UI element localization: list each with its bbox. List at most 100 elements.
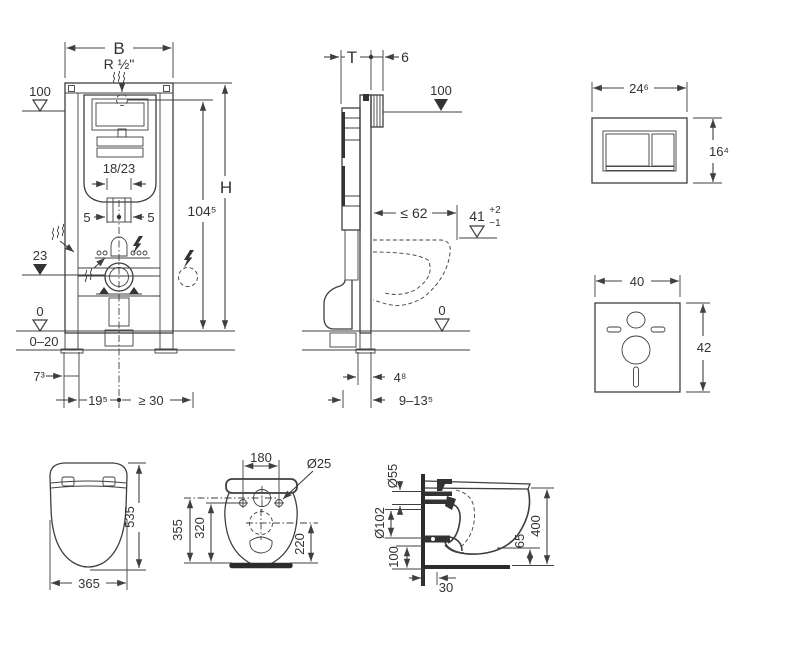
plate-height-label: 16⁴ bbox=[709, 144, 729, 159]
dim-220: 220 bbox=[292, 524, 315, 562]
seat-hinge bbox=[437, 479, 452, 491]
pad-center-hole bbox=[621, 335, 651, 365]
bowl-inner-dashed bbox=[455, 489, 475, 548]
dim-30-label: 30 bbox=[439, 580, 453, 595]
level-0-mark: 0 0–20 bbox=[30, 304, 59, 349]
dim-195-label: 19⁵ bbox=[88, 393, 108, 408]
dim-1045: 104⁵ bbox=[128, 99, 217, 329]
dim-d102-label: Ø102 bbox=[372, 507, 387, 539]
dim-pad-width: 40 bbox=[594, 274, 681, 297]
dim-62: ≤ 62 bbox=[374, 205, 458, 240]
dim-73-label: 7³ bbox=[33, 369, 45, 384]
sound-pad-view: 40 42 bbox=[594, 274, 711, 393]
dim-bowl-length: 535 bbox=[90, 462, 146, 571]
pad-width-label: 40 bbox=[630, 274, 644, 289]
bowl-length-label: 535 bbox=[122, 506, 137, 528]
dim-bowl-width: 365 bbox=[49, 520, 128, 591]
side-level-0-label: 0 bbox=[438, 303, 445, 318]
dim-400-label: 400 bbox=[528, 515, 543, 537]
supply-connection-mark bbox=[116, 94, 128, 106]
frame-side-view: T 6 100 ≤ 62 41 +2 −1 0 bbox=[302, 48, 501, 408]
large-flush-button bbox=[605, 133, 650, 167]
dim-9135: 9–13⁵ bbox=[328, 393, 433, 408]
water-flow-icon bbox=[84, 257, 106, 283]
level-100-mark: 100 bbox=[22, 84, 65, 113]
dim-plate-width: 24⁶ bbox=[591, 81, 688, 112]
dim-h-label: H bbox=[220, 178, 232, 197]
dim-100-label: 100 bbox=[386, 546, 401, 568]
dim-min30-label: ≥ 30 bbox=[138, 393, 163, 408]
plate-width-label: 24⁶ bbox=[629, 81, 649, 96]
drain-socket bbox=[104, 262, 134, 292]
bowl-outline-dashed bbox=[372, 239, 451, 306]
level-0-label: 0 bbox=[36, 304, 43, 319]
dim-hole-dia: Ø25 bbox=[282, 456, 332, 500]
pad-top-hole bbox=[626, 311, 646, 329]
floor-lines bbox=[302, 330, 470, 351]
seat-hinge-right bbox=[102, 476, 116, 487]
dim-65: 65 bbox=[497, 534, 540, 565]
water-squiggle-icon bbox=[112, 70, 126, 84]
bowl-top-view: 535 365 bbox=[49, 462, 146, 591]
dim-d55: Ø55 bbox=[385, 464, 404, 515]
water-inlet-icon bbox=[51, 223, 75, 253]
dim-65-label: 65 bbox=[512, 534, 527, 548]
drain-pipe bbox=[424, 535, 450, 543]
bowl-underside-view: 180 Ø25 355 320 220 bbox=[170, 450, 332, 569]
bowl-side-view: Ø55 Ø102 100 30 65 400 bbox=[372, 464, 554, 595]
hole-spacing-label: 180 bbox=[250, 450, 272, 465]
dim-320-label: 320 bbox=[192, 517, 207, 539]
dim-30: 30 bbox=[409, 570, 456, 595]
flush-plate-view: 24⁶ 16⁴ bbox=[591, 81, 729, 184]
pad-slot-left bbox=[606, 326, 622, 333]
dim-6-label: 6 bbox=[401, 49, 409, 65]
rim-minus-label: −1 bbox=[489, 218, 501, 229]
bowl-width-label: 365 bbox=[78, 576, 100, 591]
power-bolt-icon bbox=[132, 236, 143, 255]
dim-t-label: T bbox=[347, 48, 357, 67]
floor-lines bbox=[16, 330, 235, 351]
bowl-opening bbox=[249, 536, 273, 554]
dim-48-label: 4⁸ bbox=[394, 370, 407, 385]
pad-slot-bottom bbox=[633, 366, 639, 388]
flush-pipe bbox=[424, 491, 452, 496]
dim-5-right-label: 5 bbox=[147, 210, 154, 225]
dim-320: 320 bbox=[192, 504, 215, 562]
dim-offsets: 5 5 bbox=[83, 210, 154, 225]
power-bolt-icon bbox=[183, 250, 194, 269]
dim-h: H bbox=[173, 82, 232, 329]
dim-400: 400 bbox=[512, 487, 554, 566]
dim-supply: R ½" bbox=[104, 56, 134, 92]
floor-range-label: 0–20 bbox=[30, 334, 59, 349]
dim-48: 4⁸ bbox=[342, 352, 407, 408]
side-level-100-label: 100 bbox=[430, 83, 452, 98]
dim-355-label: 355 bbox=[170, 519, 185, 541]
electrical-connection-mark bbox=[178, 267, 198, 287]
bowl-rim-dashed bbox=[372, 251, 431, 295]
dim-d102: Ø102 bbox=[372, 507, 395, 539]
frame-front-view: B R ½" 100 H 104⁵ 18/23 bbox=[16, 39, 235, 408]
dim-bend: 18/23 bbox=[92, 161, 146, 190]
side-level-100-mark: 100 bbox=[383, 83, 462, 113]
dim-t-6: T 6 bbox=[324, 48, 409, 104]
dim-d55-label: Ø55 bbox=[385, 464, 400, 489]
dim-bend-label: 18/23 bbox=[103, 161, 136, 176]
rim-plus-label: +2 bbox=[489, 205, 501, 216]
pad-slot-right bbox=[650, 326, 666, 333]
dim-plate-height: 16⁴ bbox=[693, 117, 729, 184]
level-23-label: 23 bbox=[33, 248, 47, 263]
seat-hinge-left bbox=[61, 476, 75, 487]
dim-1045-label: 104⁵ bbox=[187, 203, 216, 219]
small-flush-button bbox=[651, 133, 675, 167]
dim-pad-height: 42 bbox=[686, 302, 711, 393]
dim-220-label: 220 bbox=[292, 533, 307, 555]
level-100-label: 100 bbox=[29, 84, 51, 99]
dim-355: 355 bbox=[170, 499, 194, 562]
hole-dia-label: Ø25 bbox=[307, 456, 332, 471]
dim-62-label: ≤ 62 bbox=[400, 205, 427, 221]
rim-label: 41 bbox=[469, 208, 485, 224]
rim-height-mark: 41 +2 −1 bbox=[459, 205, 501, 239]
dim-b-label: B bbox=[113, 39, 124, 58]
